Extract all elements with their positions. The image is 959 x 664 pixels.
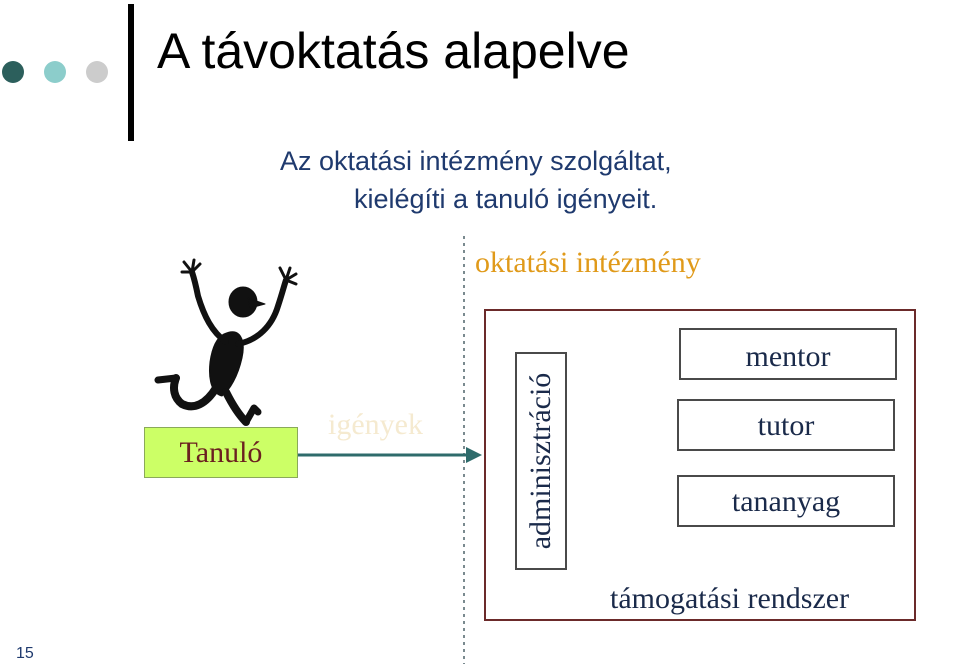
administration-label: adminisztráció	[524, 372, 557, 550]
dot-gray-icon	[86, 61, 108, 83]
needs-label: igények	[328, 408, 423, 441]
title-divider	[128, 4, 134, 141]
dot-dark-icon	[2, 61, 24, 83]
institution-label: oktatási intézmény	[475, 246, 701, 279]
dashed-divider	[463, 236, 465, 664]
support-system-label: támogatási rendszer	[610, 582, 850, 615]
administration-box	[515, 352, 567, 570]
learning-material-box: tananyag	[677, 475, 895, 527]
mentor-label: mentor	[745, 340, 831, 373]
learner-label: Tanuló	[179, 436, 263, 469]
running-figure-icon	[154, 258, 298, 426]
needs-arrow	[298, 447, 482, 463]
learner-box: Tanuló	[144, 427, 298, 478]
slide-number: 15	[16, 645, 34, 662]
dot-teal-icon	[44, 61, 66, 83]
tutor-label: tutor	[757, 409, 815, 442]
mentor-box: mentor	[679, 328, 897, 380]
learning-material-label: tananyag	[731, 485, 841, 518]
page-title: A távoktatás alapelve	[157, 23, 630, 79]
subtitle-line-2: kielégíti a tanuló igényeit.	[354, 184, 658, 214]
tutor-box: tutor	[677, 399, 895, 451]
subtitle-line-1: Az oktatási intézmény szolgáltat,	[280, 146, 672, 176]
